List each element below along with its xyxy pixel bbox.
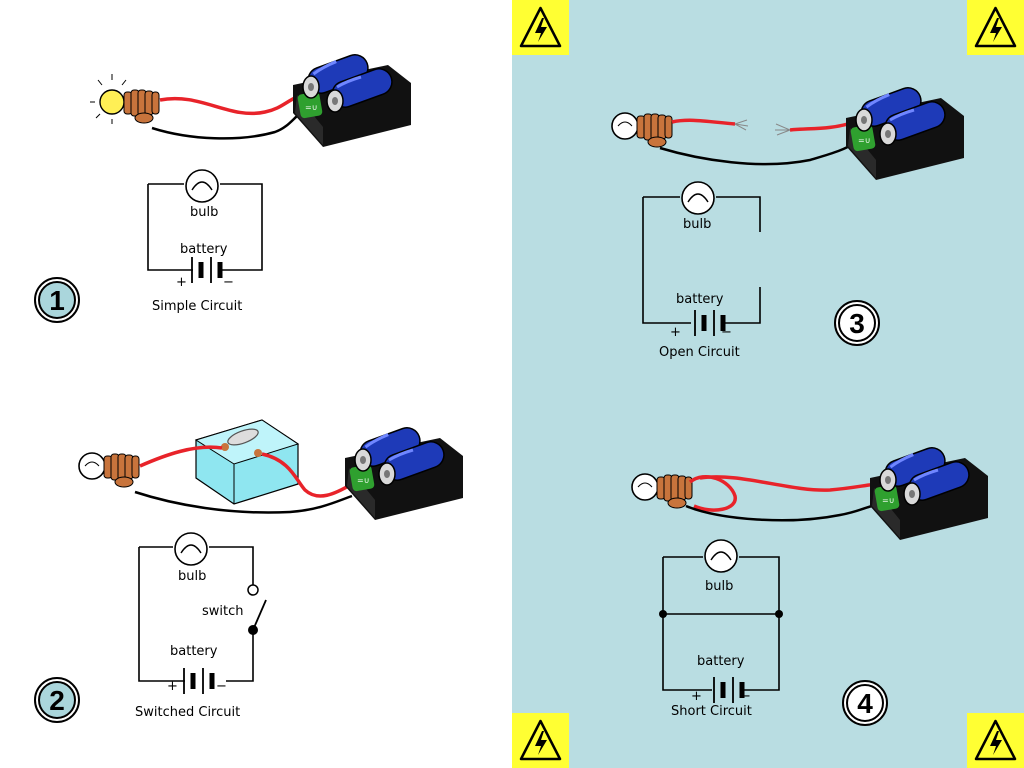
panel-number-badge: 3 [834,300,880,346]
switch-icon [194,419,300,505]
wire-icon [134,490,353,514]
caption: Open Circuit [659,345,740,360]
plus-label: + [176,275,187,290]
panel-number-badge: 4 [842,680,888,726]
battery-symbol [192,257,220,283]
panel-short-circuit: bulb battery + − Short Circuit 4 [631,442,990,726]
battery-symbol [184,668,212,694]
svg-text:3: 3 [849,308,865,339]
warning-icon [965,0,1024,57]
panel-simple-circuit: bulb battery + − Simple Circuit 1 [34,49,413,323]
light-bulb-icon [78,452,140,488]
panel-switched-circuit: bulb switch battery + − Switched Circuit… [34,419,465,723]
bulb-symbol [704,539,738,573]
minus-label: − [223,275,234,290]
panel-number-badge: 2 [34,677,80,723]
caption: Switched Circuit [135,705,240,720]
caption: Short Circuit [671,704,752,719]
svg-text:4: 4 [857,688,873,719]
light-bulb-icon [90,74,160,124]
plus-label: + [691,689,702,704]
wire-icon [151,108,309,140]
battery-pack-icon [291,49,413,149]
svg-text:2: 2 [49,685,65,716]
bulb-label: bulb [705,579,733,594]
minus-label: − [740,689,751,704]
bulb-symbol [185,169,219,203]
bulb-label: bulb [190,205,218,220]
bulb-symbol [681,181,715,215]
bulb-label: bulb [683,217,711,232]
bulb-label: bulb [178,569,206,584]
wire-icon [659,140,857,166]
wire-icon [159,94,306,116]
minus-label: − [721,325,732,340]
bulb-symbol [174,532,208,566]
switch-label: switch [202,604,244,619]
battery-label: battery [170,644,218,659]
warning-icon [510,711,571,768]
wire-icon [139,445,223,468]
battery-pack-icon [343,422,465,522]
warning-icon [965,711,1024,768]
wire-icon [699,475,881,492]
frayed-wire-end [734,119,791,136]
wire-icon [685,502,881,522]
plus-label: + [167,679,178,694]
warning-icon [510,0,571,57]
svg-text:1: 1 [49,285,65,316]
panel-number-badge: 1 [34,277,80,323]
caption: Simple Circuit [152,299,242,314]
battery-label: battery [697,654,745,669]
wire-icon [261,452,353,498]
wire-icon [671,118,736,126]
battery-label: battery [676,292,724,307]
minus-label: − [216,679,227,694]
battery-label: battery [180,242,228,257]
panel-open-circuit: bulb battery + − Open Circuit 3 [611,82,966,360]
plus-label: + [670,325,681,340]
